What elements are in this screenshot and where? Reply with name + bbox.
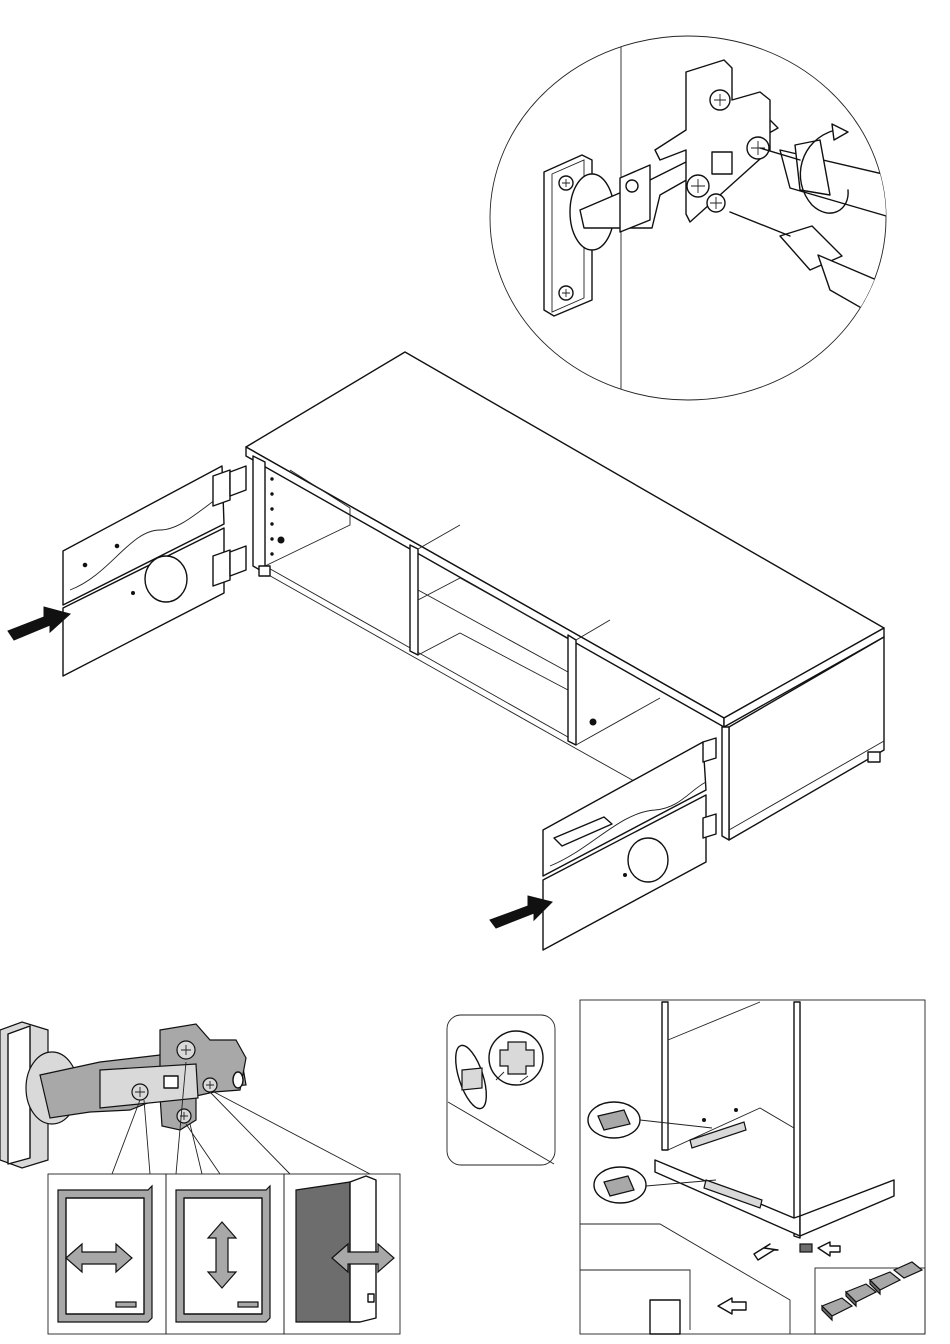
- depth-adjust-panel: [284, 1174, 400, 1334]
- door-left: [63, 466, 246, 676]
- screwdriver-icon: [760, 140, 900, 220]
- glide-icon: [822, 1262, 922, 1320]
- hinge-adjustment-panel: [0, 1022, 400, 1334]
- tv-unit-top: [246, 352, 884, 718]
- cam-lock-icon: [588, 1102, 646, 1203]
- horizontal-adjust-panel: [48, 1174, 166, 1334]
- hinge-icon: [40, 1024, 246, 1130]
- arrow-icon: [718, 1298, 746, 1314]
- screwdriver-icon: [730, 212, 900, 330]
- glide-icon: [800, 1244, 812, 1252]
- door-right: [543, 738, 716, 950]
- vertical-adjust-panel: [166, 1174, 284, 1334]
- hinge-icon: [213, 470, 230, 506]
- arrow-icon: [754, 1244, 778, 1260]
- hinge-icon: [703, 814, 716, 838]
- shelf-pin-holes: [271, 478, 284, 555]
- cam-lock-icon: [449, 1031, 543, 1112]
- hinge-detail-panel: [490, 30, 900, 400]
- tv-unit-left-side: [253, 456, 265, 573]
- cam-lock-detail-panel: [447, 1015, 555, 1165]
- hinge-icon: [703, 738, 716, 762]
- arrow-icon: [818, 1242, 840, 1256]
- hinge-icon: [213, 550, 230, 586]
- divider-right: [568, 635, 576, 745]
- tv-unit-assembly-panel: [8, 352, 884, 950]
- cabinet-leveling-panel: [580, 1000, 925, 1334]
- divider-left: [410, 545, 418, 655]
- push-arrow-icon: [8, 607, 70, 640]
- hinge-icon: [544, 60, 778, 316]
